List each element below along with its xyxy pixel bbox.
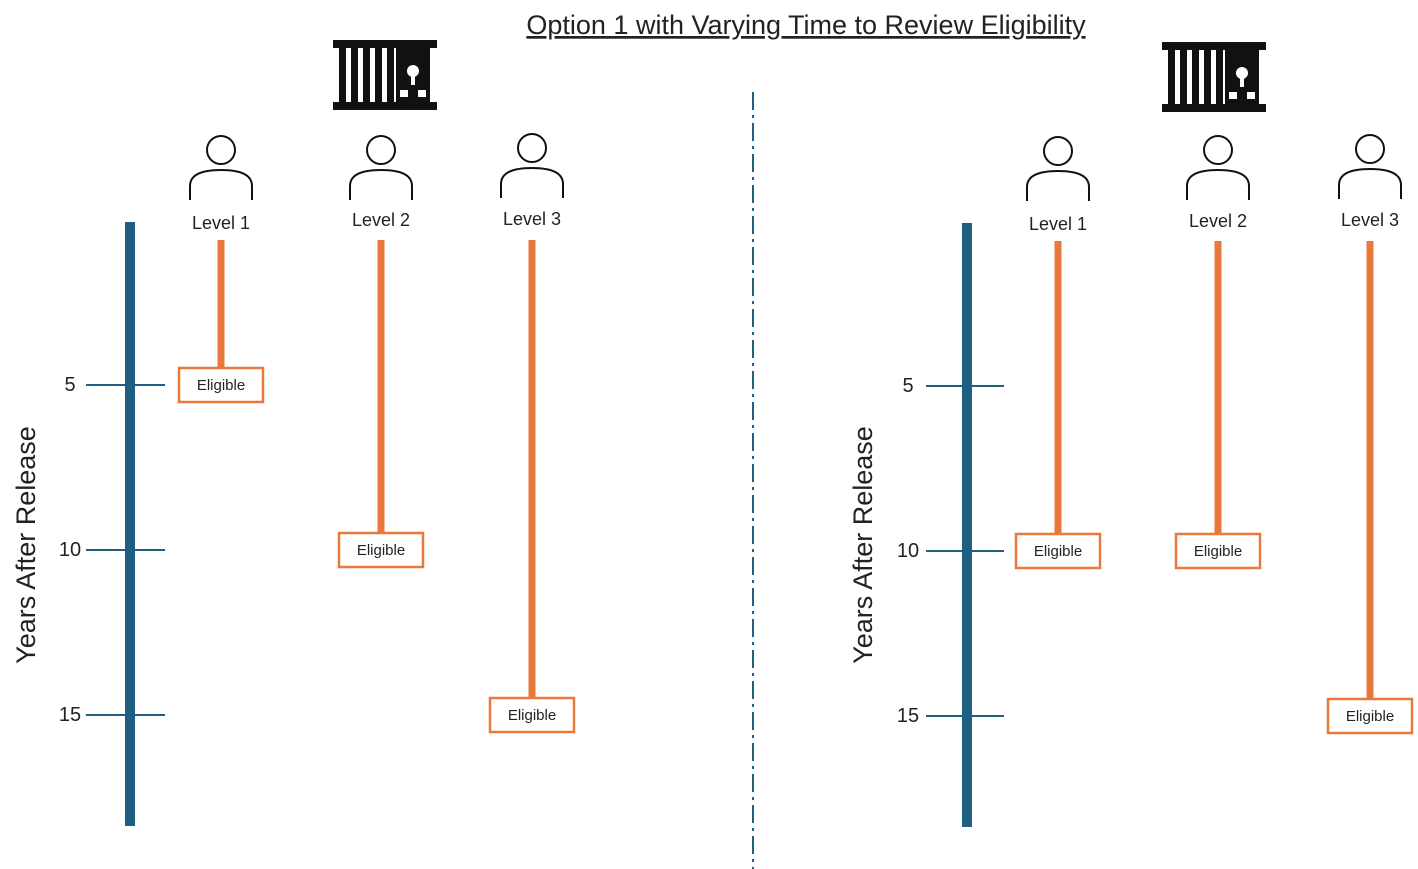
eligible-box [488,696,576,734]
jail-keyhole-slot [411,73,415,85]
level-label: Level 2 [352,210,410,230]
person-head [1043,136,1073,166]
jail-bar-4 [375,48,382,102]
tick-label: 15 [59,704,81,726]
jail-bar-2 [1180,50,1187,104]
eligible-label: Eligible [1194,543,1242,560]
jail-top-bar [1162,42,1266,50]
panels: Years After Release 5 10 15 Level 1 Eligible L… [11,40,1414,827]
jail-top-bar [333,40,437,48]
person-icon [349,135,413,200]
jail-cell-icon [1162,42,1266,112]
eligible-label: Eligible [1346,708,1394,725]
eligible-label: Eligible [1034,543,1082,560]
eligible-label: Eligible [508,707,556,724]
person-icon [189,135,253,200]
eligible-label: Eligible [357,542,405,559]
person-head [517,133,547,163]
jail-bar-1 [1168,50,1175,104]
eligible-box [1174,532,1262,570]
tick-label: 10 [59,539,81,561]
person-body [1026,169,1090,201]
person-head [206,135,236,165]
jail-bar-3 [1192,50,1199,104]
jail-bar-5 [387,48,394,102]
eligible-label: Eligible [197,377,245,394]
jail-keyhole-top [407,65,419,77]
eligible-box [177,366,265,404]
jail-bar-5 [1216,50,1223,104]
level-label: Level 3 [1341,210,1399,230]
jail-bottom-bar [333,102,437,110]
person-body [1338,167,1402,199]
person-body [1186,168,1250,200]
level-label: Level 1 [192,213,250,233]
jail-bar-1 [339,48,346,102]
person-icon [500,133,564,198]
person-head [1203,135,1233,165]
person-body [189,168,253,200]
jail-bar-4 [1204,50,1211,104]
tick-label: 5 [64,374,75,396]
eligible-box [337,531,425,569]
jail-keyhole-top [1236,67,1248,79]
panel-1: Years After Release 5 10 15 Level 1 Eligible L… [11,40,576,826]
jail-window-left [1229,92,1237,99]
jail-cell-icon [333,40,437,110]
person-body [500,166,564,198]
y-axis-label: Years After Release [848,426,878,664]
eligible-box [1326,697,1414,735]
level-label: Level 3 [503,209,561,229]
person-icon [1186,135,1250,200]
jail-window-right [1247,92,1255,99]
jail-keyhole-slot [1240,75,1244,87]
jail-bottom-bar [1162,104,1266,112]
panel-2: Years After Release 5 10 15 Level 1 Eligible L… [848,42,1414,827]
jail-window-right [418,90,426,97]
tick-label: 15 [897,705,919,727]
level-label: Level 2 [1189,211,1247,231]
y-axis-label: Years After Release [11,426,41,664]
tick-label: 10 [897,540,919,562]
diagram-title: Option 1 with Varying Time to Review Eli… [526,10,1086,40]
level-label: Level 1 [1029,214,1087,234]
jail-window-left [400,90,408,97]
person-icon [1338,134,1402,199]
person-icon [1026,136,1090,201]
eligible-box [1014,532,1102,570]
person-body [349,168,413,200]
person-head [366,135,396,165]
jail-bar-3 [363,48,370,102]
tick-label: 5 [902,375,913,397]
jail-bar-2 [351,48,358,102]
person-head [1355,134,1385,164]
